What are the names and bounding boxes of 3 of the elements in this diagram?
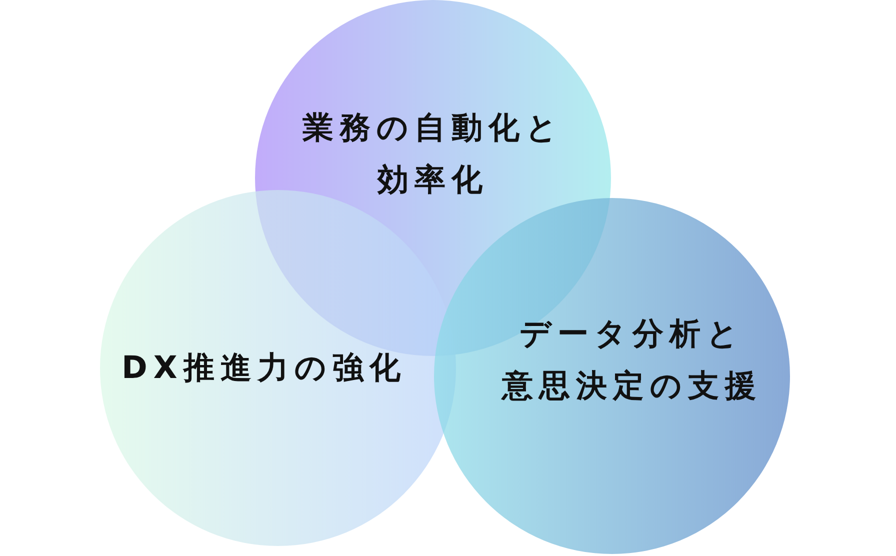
circle-label: データ分析と意思決定の支援 <box>502 315 762 406</box>
circle-label: 業務の自動化と効率化 <box>302 109 564 200</box>
circle-label: DX推進力の強化 <box>122 349 406 388</box>
